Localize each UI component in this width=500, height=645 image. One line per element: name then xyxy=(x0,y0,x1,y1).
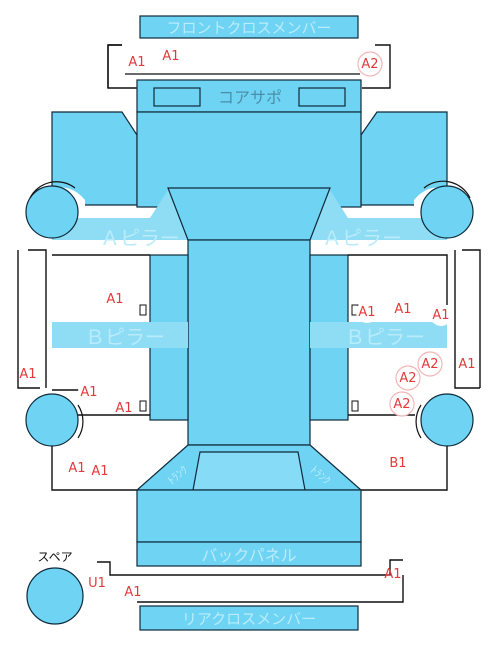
marker-code: A1 xyxy=(124,585,141,600)
marker-code: A1 xyxy=(432,308,449,323)
front-left-wheel[interactable] xyxy=(25,185,79,239)
door-mark-left-lower xyxy=(139,400,147,412)
marker-code: A1 xyxy=(106,292,123,307)
rear-cross-member[interactable]: リアクロスメンバー xyxy=(139,605,359,631)
marker-a1[interactable]: A1 xyxy=(124,585,141,600)
marker-code: A2 xyxy=(399,371,416,386)
b-pillar-right-label: Ｂピラー xyxy=(345,325,425,349)
a-pillar-left[interactable]: Ａピラー xyxy=(52,190,198,250)
right-side-bracket xyxy=(462,249,481,388)
front-right-wheel-arc xyxy=(423,180,471,199)
marker-code: A1 xyxy=(115,401,132,416)
rear-cross-member-label: リアクロスメンバー xyxy=(182,610,316,628)
marker-code: A1 xyxy=(80,385,97,400)
a-pillar-left-label: Ａピラー xyxy=(100,226,180,250)
marker-a2[interactable]: A2 xyxy=(417,351,443,377)
marker-dot xyxy=(160,45,182,67)
front-right-fender[interactable] xyxy=(360,111,448,206)
marker-a1[interactable]: A1 xyxy=(356,301,378,323)
left-rear-quarter xyxy=(51,440,137,491)
marker-a1[interactable]: A1 xyxy=(115,401,132,416)
marker-a2[interactable]: A2 xyxy=(357,51,383,77)
marker-code: A1 xyxy=(68,461,85,476)
front-cross-member-label: フロントクロスメンバー xyxy=(166,19,331,37)
right-side-bracket-inner xyxy=(454,250,480,389)
a-pillar-right[interactable]: Ａピラー xyxy=(300,190,447,250)
front-bracket-right xyxy=(362,44,391,89)
marker-dot xyxy=(89,460,111,482)
right-rear-quarter xyxy=(361,440,448,491)
marker-code: B1 xyxy=(389,456,406,471)
marker-a1[interactable]: A1 xyxy=(89,460,111,482)
marker-a1[interactable]: A1 xyxy=(392,298,414,320)
windshield[interactable] xyxy=(167,187,331,241)
marker-a1[interactable]: A1 xyxy=(78,381,100,403)
marker-a1[interactable]: A1 xyxy=(19,367,36,382)
marker-a1[interactable]: A1 xyxy=(458,357,475,372)
marker-code: A1 xyxy=(458,357,475,372)
front-bracket-left xyxy=(107,44,122,88)
marker-a1[interactable]: A1 xyxy=(430,304,452,326)
front-right-wheel[interactable] xyxy=(420,185,474,239)
door-mark-right-lower xyxy=(351,400,359,412)
marker-code: A2 xyxy=(421,357,438,372)
door-mark-left-upper xyxy=(139,304,147,316)
b-pillar-left[interactable]: Ｂピラー xyxy=(52,322,188,349)
roof[interactable] xyxy=(187,239,311,446)
left-side-bracket xyxy=(28,249,47,388)
b-pillar-left-label: Ｂピラー xyxy=(85,325,165,349)
marker-code: A1 xyxy=(91,464,108,479)
headlight-right xyxy=(298,87,346,107)
headlight-left xyxy=(153,87,201,107)
marker-a1[interactable]: A1 xyxy=(160,45,182,67)
marker-circle xyxy=(357,51,383,77)
marker-code: A1 xyxy=(162,49,179,64)
back-panel[interactable]: バックパネル xyxy=(136,489,362,567)
rear-right-wheel-arc xyxy=(415,404,422,439)
front-left-wheel-arc xyxy=(29,181,76,199)
marker-a1[interactable]: A1 xyxy=(128,55,145,70)
marker-a1[interactable]: A1 xyxy=(384,567,401,582)
left-side-bracket-outer xyxy=(17,250,40,389)
marker-code: A1 xyxy=(394,302,411,317)
rear-left-wheel[interactable] xyxy=(25,393,79,447)
core-support[interactable]: コアサポ xyxy=(136,79,362,113)
marker-u1[interactable]: U1 xyxy=(88,576,106,591)
spare-tire[interactable] xyxy=(26,567,84,625)
marker-code: A1 xyxy=(128,55,145,70)
front-bracket-left-frame xyxy=(107,44,137,89)
a-pillar-right-label: Ａピラー xyxy=(322,226,402,250)
rear-bracket xyxy=(97,559,404,603)
marker-b1[interactable]: B1 xyxy=(389,456,406,471)
spare-label: スペア xyxy=(37,550,72,564)
marker-code: A2 xyxy=(361,57,378,72)
b-pillar-right[interactable]: Ｂピラー xyxy=(310,322,447,349)
marker-circle xyxy=(389,391,415,417)
rear-right-wheel[interactable] xyxy=(420,393,474,447)
marker-dot xyxy=(356,301,378,323)
marker-code: A1 xyxy=(358,305,375,320)
marker-code: U1 xyxy=(88,576,106,591)
marker-code: A2 xyxy=(393,397,410,412)
marker-a1[interactable]: A1 xyxy=(106,292,123,307)
marker-dot xyxy=(430,304,452,326)
rear-left-wheel-arc xyxy=(77,404,84,439)
marker-a2[interactable]: A2 xyxy=(389,391,415,417)
back-panel-label: バックパネル xyxy=(201,546,296,565)
core-support-label: コアサポ xyxy=(218,88,282,107)
marker-dot xyxy=(392,298,414,320)
marker-circle xyxy=(417,351,443,377)
marker-a1[interactable]: A1 xyxy=(68,461,85,476)
marker-code: A1 xyxy=(384,567,401,582)
marker-dot xyxy=(78,381,100,403)
marker-code: A1 xyxy=(19,367,36,382)
front-cross-member[interactable]: フロントクロスメンバー xyxy=(139,15,359,39)
marker-a2[interactable]: A2 xyxy=(395,365,421,391)
right-upper-line xyxy=(348,254,448,305)
trunk-inner xyxy=(192,451,306,491)
marker-circle xyxy=(395,365,421,391)
